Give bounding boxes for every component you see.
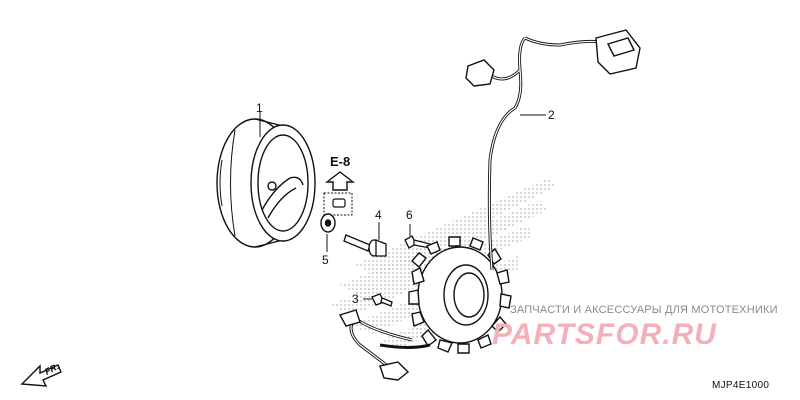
callout-6: 6 [406,208,413,222]
stator-coil [408,236,512,354]
front-direction-arrow-icon [20,364,62,387]
washer [320,213,336,233]
callout-1: 1 [256,101,263,115]
callout-4: 4 [375,208,382,222]
callout-3: 3 [352,292,359,306]
watermark-tagline: ЗАПЧАСТИ И АКСЕССУАРЫ ДЛЯ МОТОТЕХНИКИ [510,304,778,316]
drawing-code: MJP4E1000 [712,380,770,391]
fastener-bracket [323,192,353,216]
callout-5: 5 [322,253,329,267]
watermark-logo: PARTSFOR.RU [492,318,717,351]
stator-bolt [404,235,431,249]
connector-small [465,59,495,87]
reference-label: E-8 [330,154,351,169]
flange-bolt [343,234,387,257]
flywheel [216,118,316,248]
callout-2: 2 [548,108,555,122]
grommet [338,309,410,381]
wiring-harness-inner [350,37,601,369]
reference-arrow-icon [324,171,356,191]
connector-large [595,29,641,75]
small-bolt [371,293,393,307]
small-fastener [332,198,346,208]
